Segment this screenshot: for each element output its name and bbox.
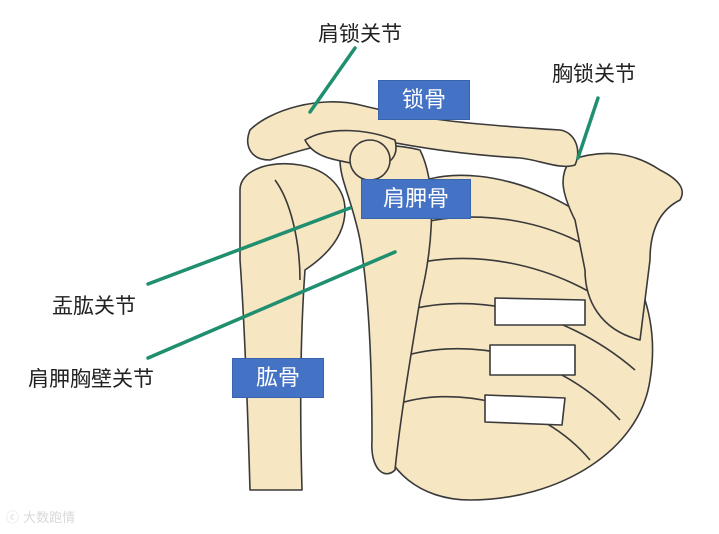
humeral-head-line (274, 179, 301, 281)
pointer-acromioclavicular (308, 46, 357, 114)
sternoclavicular-joint-label: 胸锁关节 (552, 62, 636, 86)
watermark-logo-icon: ⓒ (6, 511, 20, 526)
watermark: ⓒ 大数跑情 (6, 507, 75, 526)
coracoid-process (349, 139, 391, 181)
intercostal-gap (489, 344, 576, 376)
intercostal-gap (484, 394, 566, 426)
clavicle-bone (246, 101, 579, 168)
acromioclavicular-joint-label: 肩锁关节 (318, 22, 402, 46)
clavicle-tag: 锁骨 (378, 80, 470, 120)
scapula-tag: 肩胛骨 (361, 179, 471, 219)
scapula (339, 144, 433, 475)
pointer-sternoclavicular (576, 96, 600, 160)
pointer-glenohumeral (146, 206, 352, 286)
humerus-bone (239, 162, 346, 491)
sternum (562, 152, 684, 341)
watermark-text: 大数跑情 (23, 511, 76, 526)
pointer-scapulothoracic (146, 250, 397, 360)
humerus-tag: 肱骨 (232, 358, 324, 398)
scapulothoracic-joint-label: 肩胛胸壁关节 (28, 367, 154, 391)
glenohumeral-joint-label: 盂肱关节 (52, 294, 136, 318)
intercostal-gap (494, 297, 586, 326)
